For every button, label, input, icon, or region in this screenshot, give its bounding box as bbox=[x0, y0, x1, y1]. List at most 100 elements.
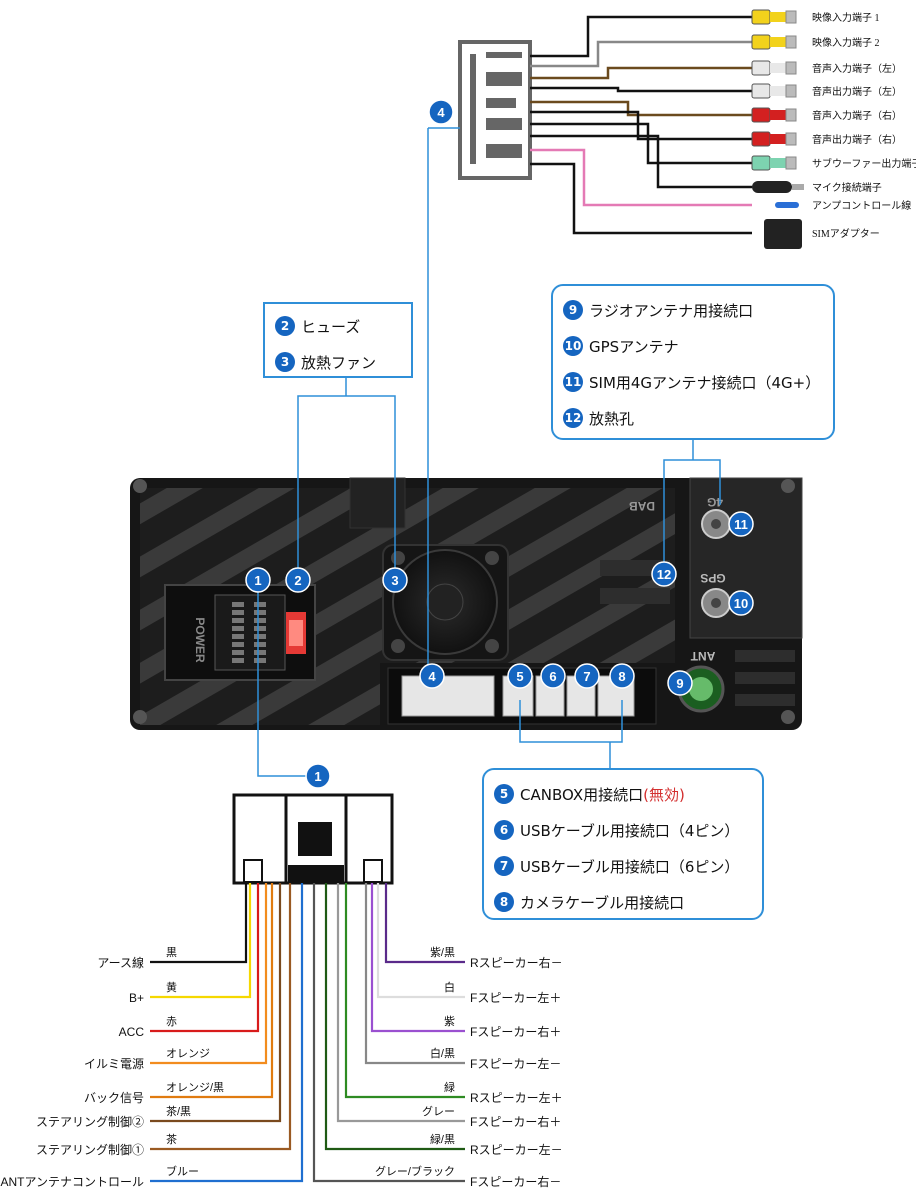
wire-function-label: Fスピーカー右＋ bbox=[470, 1114, 561, 1129]
rca-plug-neck bbox=[770, 37, 786, 47]
harness-wire bbox=[150, 883, 260, 1033]
rca-plug-body bbox=[751, 60, 771, 76]
number-marker-circle bbox=[285, 567, 311, 593]
rca-label: 映像入力端子 2 bbox=[812, 36, 880, 49]
number-marker-label: 2 bbox=[294, 573, 301, 588]
callout-text: カメラケーブル用接続口 bbox=[520, 893, 685, 912]
number-marker-circle bbox=[507, 663, 533, 689]
rca-wires bbox=[530, 15, 752, 235]
number-marker-circle bbox=[382, 567, 408, 593]
rca-label: 音声出力端子（左） bbox=[812, 85, 902, 98]
socket-pin bbox=[254, 610, 266, 615]
rca-plug-tip bbox=[785, 132, 797, 146]
harness-wire bbox=[376, 883, 465, 999]
wire-function-label: B+ bbox=[129, 991, 144, 1005]
harness-right-wires: 紫/黒Rスピーカー右－白Fスピーカー左＋紫Fスピーカー右＋白/黒Fスピーカー左－… bbox=[312, 883, 563, 1189]
harness-wire bbox=[150, 883, 304, 1183]
socket-pin bbox=[232, 602, 244, 607]
rca-plug-body bbox=[751, 34, 771, 50]
power-socket-pins bbox=[232, 602, 266, 663]
rca-plug-tip bbox=[785, 61, 797, 75]
socket-pin bbox=[254, 658, 266, 663]
rca-plug-tip bbox=[785, 84, 797, 98]
number-badge: 2 bbox=[275, 316, 295, 336]
callout-text: ヒューズ bbox=[301, 317, 361, 336]
number-marker-label: 11 bbox=[734, 517, 748, 532]
wire-function-label: Fスピーカー右＋ bbox=[470, 1024, 561, 1039]
number-badge: 9 bbox=[563, 300, 583, 320]
rca-label: 音声入力端子（右） bbox=[812, 109, 902, 122]
wire-color-label: 白 bbox=[444, 980, 455, 994]
rca-plug-tip bbox=[785, 35, 797, 49]
socket-pin bbox=[232, 658, 244, 663]
rca-label: 音声出力端子（右） bbox=[812, 133, 902, 146]
number-badge: 3 bbox=[275, 352, 295, 372]
leader-lines bbox=[257, 127, 721, 777]
wire-color-label: グレー/ブラック bbox=[375, 1164, 455, 1178]
rca-wire bbox=[530, 100, 752, 117]
callout-text: USBケーブル用接続口（6ピン） bbox=[520, 857, 740, 876]
rca-label: 音声入力端子（左） bbox=[812, 62, 902, 75]
socket-pin bbox=[254, 650, 266, 655]
rca-plug-neck bbox=[770, 86, 786, 96]
harness-wire bbox=[150, 883, 252, 999]
rca-wire bbox=[530, 162, 752, 235]
number-marker-circle bbox=[667, 670, 693, 696]
amp-control-terminal bbox=[775, 202, 799, 208]
number-badge: 7 bbox=[494, 856, 514, 876]
wire-color-label: オレンジ/黒 bbox=[166, 1081, 224, 1094]
wire-function-label: ステアリング制御① bbox=[36, 1142, 144, 1157]
rca-label: サブウーファー出力端子 bbox=[812, 157, 916, 170]
number-badge: 5 bbox=[494, 784, 514, 804]
callout-item: 2 ヒューズ bbox=[275, 308, 401, 344]
number-marker-circle bbox=[419, 663, 445, 689]
wire-function-label: アース線 bbox=[97, 955, 144, 970]
rca-plug-body bbox=[751, 107, 771, 123]
wire-color-label: オレンジ bbox=[166, 1047, 210, 1060]
number-marker-label: 3 bbox=[391, 573, 398, 588]
rca-plug-tip bbox=[785, 156, 797, 170]
disabled-note: (無効) bbox=[643, 785, 685, 804]
harness-wire bbox=[370, 883, 465, 1033]
wire-function-label: ANTアンテナコントロール bbox=[0, 1175, 144, 1189]
number-badge: 11 bbox=[563, 372, 583, 392]
harness-connector bbox=[232, 793, 394, 885]
rca-label: SIMアダプター bbox=[812, 227, 880, 240]
socket-pin bbox=[232, 618, 244, 623]
number-marker-circle bbox=[428, 99, 454, 125]
mic-plug bbox=[752, 181, 792, 193]
wire-function-label: バック信号 bbox=[84, 1091, 144, 1105]
wire-function-label: Rスピーカー右－ bbox=[470, 955, 563, 970]
rca-plug-tip bbox=[785, 108, 797, 122]
callout-item: 7 USBケーブル用接続口（6ピン） bbox=[494, 848, 752, 884]
callout-text: GPSアンテナ bbox=[589, 337, 679, 356]
socket-pin bbox=[232, 642, 244, 647]
wire-function-label: ステアリング制御② bbox=[36, 1114, 144, 1129]
wire-color-label: ブルー bbox=[166, 1164, 199, 1178]
number-badge: 10 bbox=[563, 336, 583, 356]
number-marker-label: 4 bbox=[437, 105, 445, 120]
wire-color-label: 赤 bbox=[166, 1015, 177, 1028]
socket-pin bbox=[254, 618, 266, 623]
socket-pin bbox=[254, 626, 266, 631]
wire-color-label: 緑/黒 bbox=[430, 1132, 455, 1146]
socket-pin bbox=[232, 634, 244, 639]
number-marker-circle bbox=[651, 561, 677, 587]
rca-plug-neck bbox=[770, 12, 786, 22]
socket-pin bbox=[254, 602, 266, 607]
harness-wire bbox=[324, 883, 465, 1151]
number-marker-label: 6 bbox=[549, 669, 556, 684]
harness-wire bbox=[384, 883, 465, 964]
number-marker-label: 1 bbox=[314, 769, 321, 784]
number-marker-circle bbox=[609, 663, 635, 689]
rca-plug-body bbox=[751, 155, 771, 171]
socket-pin bbox=[254, 642, 266, 647]
rca-wire bbox=[530, 122, 752, 165]
rca-wire bbox=[530, 66, 752, 80]
